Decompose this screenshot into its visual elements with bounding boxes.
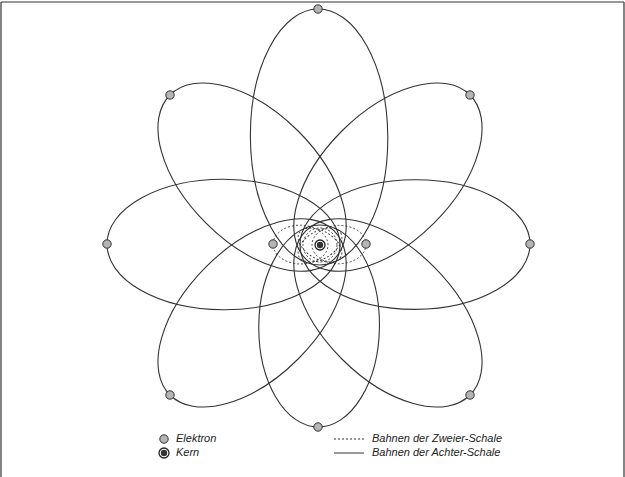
frame-line — [1, 1, 624, 2]
solid-line-sample — [334, 453, 364, 454]
frame-line — [623, 2, 624, 477]
electron — [269, 240, 277, 248]
legend-sample — [334, 453, 364, 454]
frame-line — [0, 2, 1, 477]
achter-orbit — [300, 179, 531, 310]
electron — [160, 435, 168, 443]
achter-orbit — [258, 224, 381, 427]
legend-label: Elektron — [176, 432, 216, 445]
achter-orbit — [260, 49, 516, 305]
nucleus-ring — [315, 240, 325, 250]
achter-orbit — [107, 179, 341, 311]
orbit-group — [103, 5, 534, 441]
electron — [103, 240, 111, 248]
zweier-orbit — [292, 221, 348, 269]
electron — [314, 423, 322, 431]
dashed-line-sample — [334, 439, 364, 440]
legend-sample — [159, 448, 169, 458]
electron — [314, 5, 322, 13]
electron — [466, 391, 474, 399]
electron — [362, 240, 370, 248]
nucleus — [161, 450, 167, 456]
achter-orbit — [124, 185, 380, 441]
legend-label: Bahnen der Zweier-Schale — [372, 432, 502, 445]
achter-orbit — [260, 185, 516, 441]
zweier-orbit — [312, 225, 367, 265]
achter-orbit — [249, 8, 389, 265]
legend-label: Kern — [176, 446, 199, 459]
electron — [466, 91, 474, 99]
electron — [526, 240, 534, 248]
legend-label: Bahnen der Achter-Schale — [372, 446, 500, 459]
nucleus-ring — [159, 448, 169, 458]
legend-sample — [334, 439, 364, 440]
zweier-orbit — [303, 228, 337, 262]
zweier-orbit — [292, 221, 348, 269]
legend-sample — [160, 435, 168, 443]
electron — [166, 91, 174, 99]
achter-orbit — [124, 49, 380, 305]
nucleus — [317, 242, 323, 248]
electron — [166, 391, 174, 399]
